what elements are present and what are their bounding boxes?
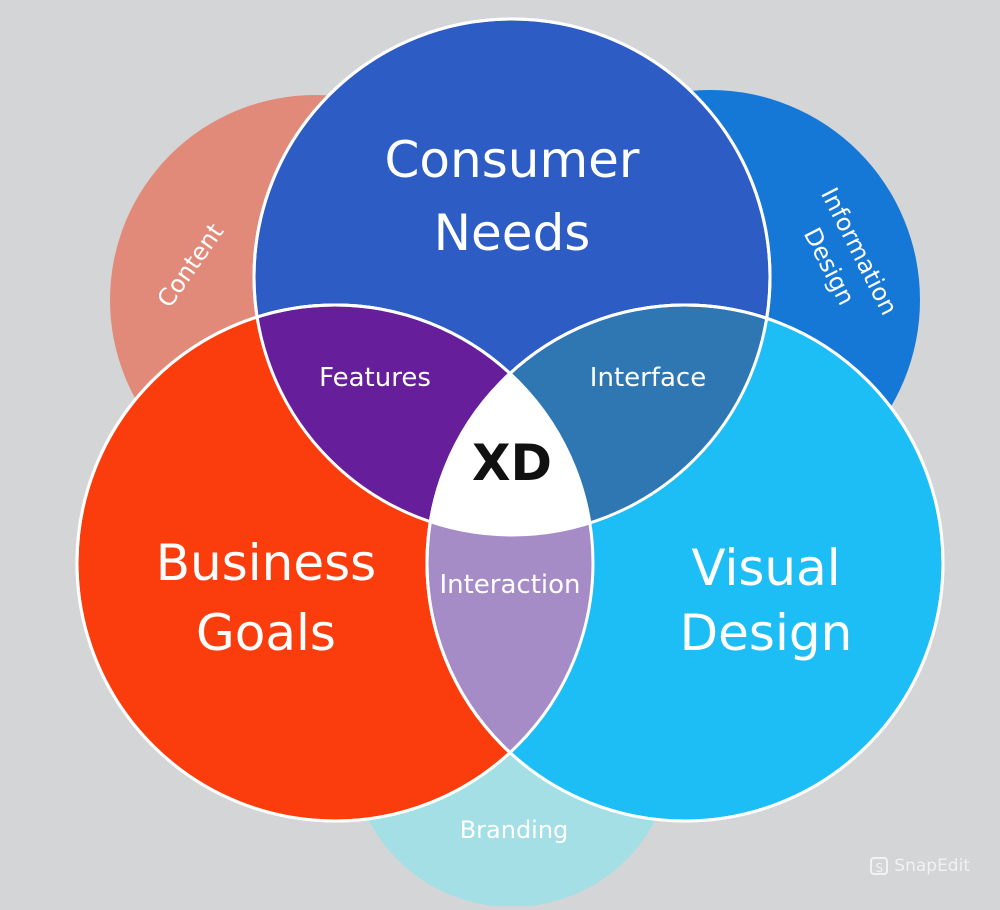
visual-design-label-line1: Visual	[691, 539, 840, 597]
business-goals-label-line2: Goals	[196, 604, 336, 662]
business-goals-label-line1: Business	[156, 534, 376, 592]
snapedit-watermark: S SnapEdit	[870, 856, 970, 876]
consumer-needs-label-line1: Consumer	[385, 131, 640, 189]
interaction-label: Interaction	[439, 570, 580, 600]
visual-design-label-line2: Design	[680, 604, 853, 662]
snapedit-logo-icon: S	[870, 857, 888, 875]
features-label: Features	[319, 363, 431, 393]
consumer-needs-label-line2: Needs	[434, 204, 591, 262]
interface-label: Interface	[590, 363, 706, 393]
xd-center-label: XD	[472, 434, 552, 492]
branding-label: Branding	[460, 816, 569, 844]
watermark-text: SnapEdit	[894, 856, 970, 876]
